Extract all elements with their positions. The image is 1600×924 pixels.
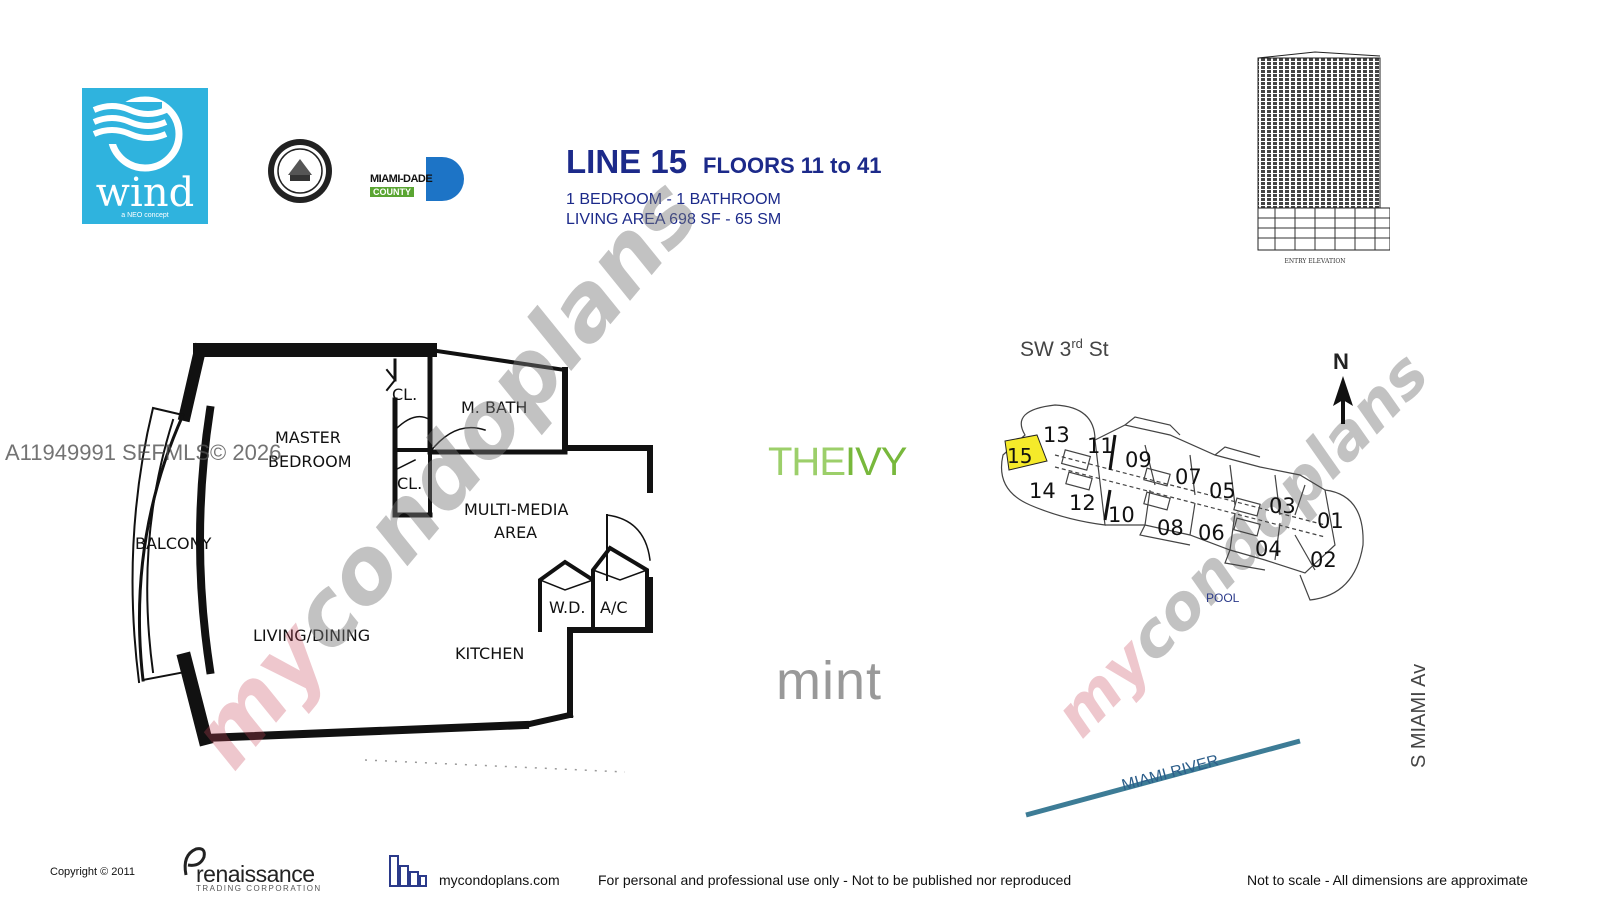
unit-number: 14 <box>1029 479 1056 503</box>
washer-dryer-label: W.D. <box>549 598 586 617</box>
unit-number: 12 <box>1069 491 1096 515</box>
pool-label: POOL <box>1206 591 1240 605</box>
county-text: COUNTY <box>370 187 414 197</box>
usage-disclaimer: For personal and professional use only -… <box>598 872 1072 888</box>
wind-wave-icon <box>92 96 183 172</box>
kitchen-label: KITCHEN <box>455 644 525 663</box>
unit-number: 02 <box>1310 548 1337 572</box>
living-area-spec: LIVING AREA 698 SF - 65 SM <box>566 211 782 228</box>
miami-river-line <box>1020 735 1310 825</box>
unit-number: 11 <box>1087 434 1114 458</box>
floors-range: FLOORS 11 to 41 <box>703 153 882 178</box>
renaissance-sub: TRADING CORPORATION <box>196 884 322 893</box>
bedroom-bath-spec: 1 BEDROOM - 1 BATHROOM <box>566 191 781 208</box>
unit-number-highlighted: 15 <box>1007 444 1032 468</box>
master-bedroom-label-line2: BEDROOM <box>268 452 352 471</box>
mint-logo: mint <box>776 651 883 711</box>
miami-dade-text: MIAMI-DADE <box>370 173 433 185</box>
unit-number: 13 <box>1043 423 1070 447</box>
scale-disclaimer: Not to scale - All dimensions are approx… <box>1247 872 1528 888</box>
unit-floor-plan: CL. M. BATH MASTER BEDROOM CL. MULTI-MED… <box>125 340 665 780</box>
street-ordinal: rd <box>1071 336 1083 351</box>
unit-number: 05 <box>1209 479 1236 503</box>
mls-watermark: A11949991 SEFMLS© 2026 <box>5 440 282 465</box>
city-of-miami-seal-icon <box>266 137 334 205</box>
mycondoplans-building-icon <box>388 852 428 888</box>
living-dining-label: LIVING/DINING <box>253 626 371 645</box>
unit-number: 06 <box>1198 521 1225 545</box>
unit-number: 08 <box>1157 516 1184 540</box>
renaissance-logo: renaissance TRADING CORPORATION <box>180 845 340 893</box>
building-elevation-drawing <box>1255 50 1391 255</box>
multimedia-area-label-line1: MULTI-MEDIA <box>464 500 569 519</box>
renaissance-swirl-icon <box>183 847 206 876</box>
unit-number: 03 <box>1269 494 1296 518</box>
ivy-the-text: THE <box>768 440 846 484</box>
ivy-name-text: IVY <box>845 440 907 484</box>
unit-number: 07 <box>1175 465 1202 489</box>
elevation-label: ENTRY ELEVATION <box>1284 258 1346 265</box>
wind-logo: wind a NEO concept <box>82 88 208 224</box>
miami-dade-county-logo: MIAMI-DADE COUNTY <box>370 157 466 201</box>
the-ivy-logo: THEIVY <box>768 440 907 485</box>
copyright-notice: Copyright © 2011 <box>50 866 135 878</box>
ac-label: A/C <box>600 598 628 617</box>
unit-number: 09 <box>1125 448 1152 472</box>
mycondoplans-site: mycondoplans.com <box>439 872 560 888</box>
unit-number: 10 <box>1108 503 1135 527</box>
closet-label: CL. <box>397 474 423 493</box>
master-bath-label: M. BATH <box>461 398 528 417</box>
building-site-plan: 13 11 15 09 07 14 12 05 10 03 08 06 01 0… <box>995 395 1375 610</box>
unit-number: 01 <box>1317 509 1344 533</box>
balcony-label: BALCONY <box>135 534 212 553</box>
unit-number: 04 <box>1255 537 1282 561</box>
master-bedroom-label-line1: MASTER <box>275 428 341 447</box>
street-name: SW 3 <box>1020 338 1072 361</box>
multimedia-area-label-line2: AREA <box>494 523 538 542</box>
north-label: N <box>1333 349 1349 374</box>
wind-logo-tagline: a NEO concept <box>121 212 169 219</box>
street-label-s-miami-av: S MIAMI Av <box>1408 663 1430 768</box>
street-label-sw-3rd: SW 3rd St <box>1020 336 1109 362</box>
street-suffix: St <box>1082 338 1109 361</box>
wind-logo-text: wind <box>95 170 195 216</box>
closet-label: CL. <box>392 385 418 404</box>
renaissance-name: renaissance <box>196 861 315 887</box>
north-arrow-icon <box>1331 374 1355 426</box>
line-title: LINE 15 <box>566 143 688 180</box>
